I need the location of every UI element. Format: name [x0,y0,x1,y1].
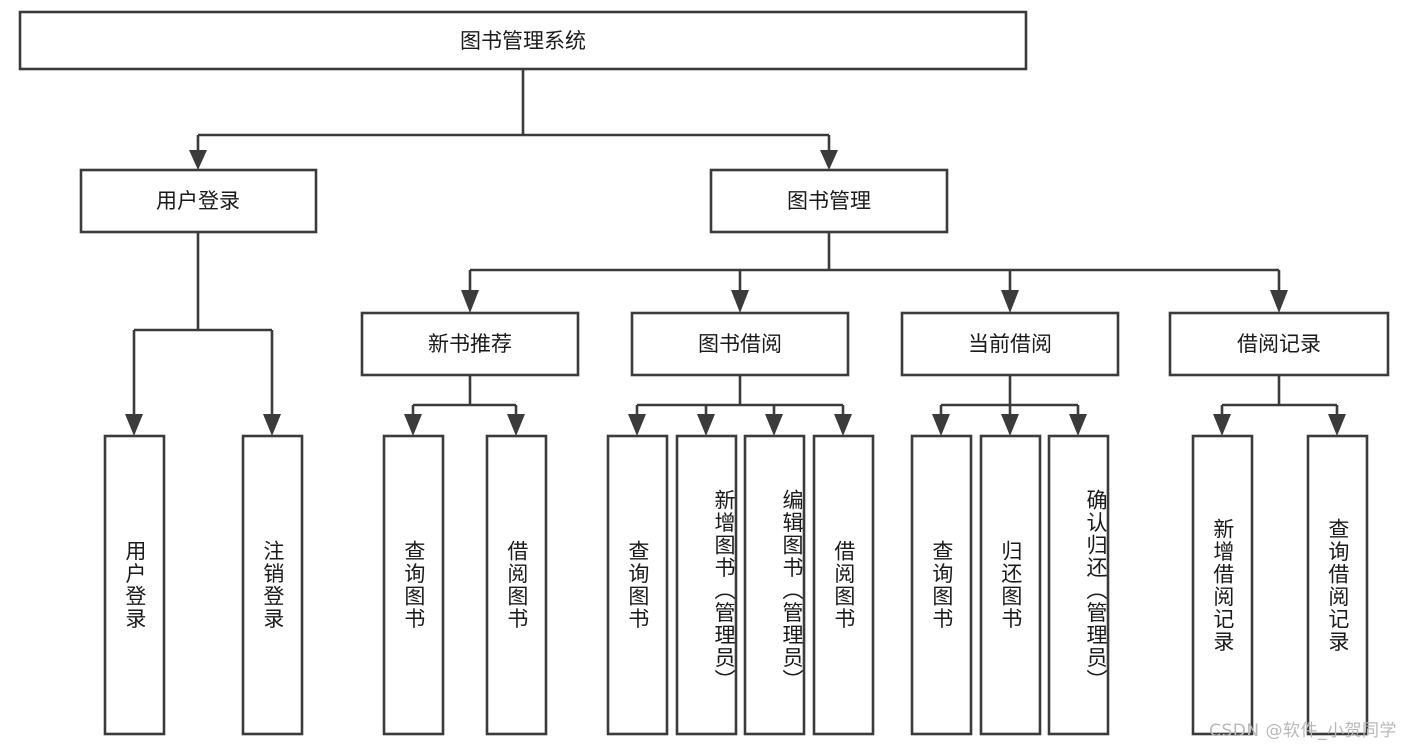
node-label-root: 图书管理系统 [460,29,586,53]
node-label-new-book-recommend: 新书推荐 [428,332,512,356]
node-box-leaf-borrow-3[interactable] [743,434,806,736]
arrow-head-borrow-leaf-1 [628,414,646,436]
node-box-leaf-current-3[interactable] [1047,434,1110,736]
arrow-head-userlogin [189,150,207,170]
node-box-leaf-current-2[interactable] [979,434,1042,736]
node-box-leaf-record-1[interactable] [1191,434,1254,736]
arrow-head-borrow-leaf-2 [697,414,715,436]
arrow-head-level3-4 [1270,290,1288,313]
arrow-head-borrow-leaf-3 [765,414,783,436]
node-box-leaf-borrow-2[interactable] [675,434,738,736]
csdn-watermark: CSDN @软件_小贺同学 [1209,721,1397,741]
arrow-head-newbook-leaf-1 [404,414,422,436]
arrow-head-current-leaf-1 [932,414,950,436]
arrow-head-level3-3 [1001,290,1019,313]
node-box-leaf-newbook-1[interactable] [382,434,445,736]
arrow-head-userlogin-leaf-2 [263,414,281,436]
arrow-head-record-leaf-2 [1328,414,1346,436]
node-box-new-book-recommend[interactable] [360,311,580,377]
arrow-head-current-leaf-2 [1001,414,1019,436]
connector-layer [125,69,1346,436]
node-box-leaf-record-2[interactable] [1306,434,1369,736]
node-label-book-borrow: 图书借阅 [698,332,782,356]
arrow-head-newbook-leaf-2 [507,414,525,436]
node-box-leaf-borrow-1[interactable] [606,434,669,736]
arrow-head-bookmgmt [820,150,838,170]
node-box-leaf-newbook-2[interactable] [485,434,548,736]
node-label-current-borrow: 当前借阅 [968,332,1052,356]
node-box-leaf-borrow-4[interactable] [812,434,875,736]
arrow-head-borrow-leaf-4 [834,414,852,436]
arrow-head-userlogin-leaf-1 [125,414,143,436]
arrow-head-level3-2 [731,290,749,313]
node-box-book-management[interactable] [709,168,949,234]
node-layer: 图书管理系统 用户登录 图书管理 新书推荐 图书借阅 当前借阅 借阅记录 [18,10,1390,736]
node-box-book-borrow[interactable] [630,311,850,377]
node-label-user-login: 用户登录 [156,189,240,213]
node-label-borrow-record: 借阅记录 [1237,332,1321,356]
node-box-leaf-current-1[interactable] [910,434,973,736]
node-box-borrow-record[interactable] [1168,311,1390,377]
arrow-head-level3-1 [461,290,479,313]
node-box-user-login[interactable] [79,168,318,234]
node-box-leaf-user-login-1[interactable] [103,434,166,736]
node-label-book-management: 图书管理 [787,189,871,213]
node-box-root[interactable] [18,10,1028,71]
node-box-leaf-user-login-2[interactable] [241,434,304,736]
node-box-current-borrow[interactable] [900,311,1120,377]
arrow-head-current-leaf-3 [1069,414,1087,436]
arrow-head-record-leaf-1 [1213,414,1231,436]
